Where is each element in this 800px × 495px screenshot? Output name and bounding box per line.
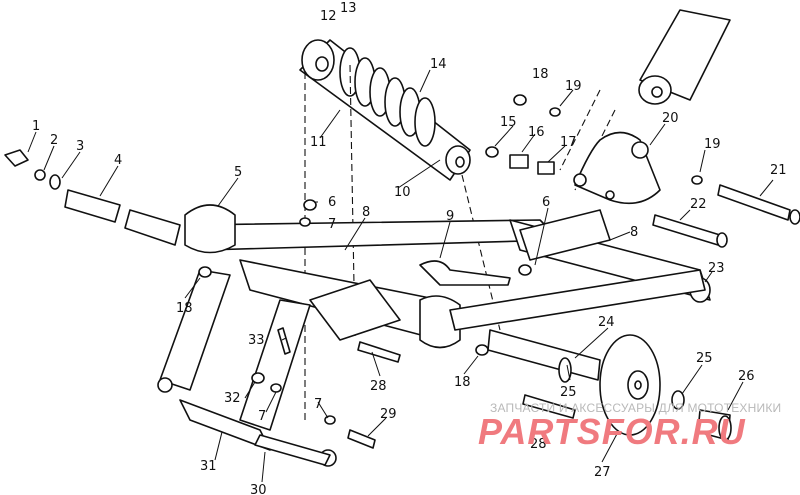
callout-4: 4	[114, 153, 122, 168]
long-bolts	[652, 184, 800, 248]
callout-20: 20	[662, 111, 679, 126]
watermark: ЗАПЧАСТИ И АКСЕССУАРЫ ДЛЯ МОТОТЕХНИКИ PA…	[478, 401, 781, 452]
callout-12: 12	[320, 9, 337, 24]
callout-18a: 18	[532, 67, 549, 82]
front-bolt-assembly	[4, 149, 181, 246]
callout-25a: 25	[696, 351, 713, 366]
callout-13: 13	[340, 1, 357, 16]
callout-32: 32	[224, 391, 241, 406]
main-swing-frame	[184, 204, 711, 349]
callout-7: 7	[328, 217, 336, 232]
callout-7b: 7	[258, 409, 266, 424]
callout-26: 26	[738, 369, 755, 384]
callout-19a: 19	[565, 79, 582, 94]
callout-10: 10	[394, 185, 411, 200]
idler-wheel	[487, 329, 732, 441]
rear-arm-assembly	[157, 269, 337, 467]
callout-28b: 28	[530, 437, 547, 452]
callout-2: 2	[50, 133, 58, 148]
callout-19b: 19	[704, 137, 721, 152]
callout-9: 9	[446, 209, 454, 224]
callout-33: 33	[248, 333, 265, 348]
callout-18c: 18	[454, 375, 471, 390]
callout-31: 31	[200, 459, 217, 474]
upper-arm-stub	[638, 9, 731, 105]
callout-23: 23	[708, 261, 725, 276]
callout-27: 27	[594, 465, 611, 480]
callout-29: 29	[380, 407, 397, 422]
callout-30: 30	[250, 483, 267, 495]
callout-14: 14	[430, 57, 447, 72]
callout-numbers: 1 2 3 4 5 6 7 8 9 10 11 12 13 14 15 16 1…	[32, 1, 787, 495]
callout-22: 22	[690, 197, 707, 212]
callout-28a: 28	[370, 379, 387, 394]
small-hardware	[198, 94, 703, 449]
callout-1: 1	[32, 119, 40, 134]
shock-axis-dashed-line-2	[349, 64, 356, 341]
callout-15: 15	[500, 115, 517, 130]
callout-25b: 25	[560, 385, 577, 400]
shock-spring	[339, 47, 436, 147]
callout-5: 5	[234, 165, 242, 180]
mounting-bracket	[573, 131, 661, 205]
watermark-logo: PARTSFOR.RU	[478, 411, 746, 452]
callout-6b: 6	[542, 195, 550, 210]
shock-absorber	[299, 39, 471, 181]
leader-lines	[27, 69, 774, 483]
callout-6: 6	[328, 195, 336, 210]
callout-16: 16	[528, 125, 545, 140]
callout-8: 8	[362, 205, 370, 220]
watermark-caption: ЗАПЧАСТИ И АКСЕССУАРЫ ДЛЯ МОТОТЕХНИКИ	[490, 401, 781, 415]
callout-11: 11	[310, 135, 327, 150]
callout-24: 24	[598, 315, 615, 330]
arm-dashed-line	[559, 89, 601, 171]
callout-8b: 8	[630, 225, 638, 240]
callout-7c: 7	[314, 397, 322, 412]
callout-21: 21	[770, 163, 787, 178]
callout-3: 3	[76, 139, 84, 154]
callout-17: 17	[560, 135, 577, 150]
callout-18b: 18	[176, 301, 193, 316]
